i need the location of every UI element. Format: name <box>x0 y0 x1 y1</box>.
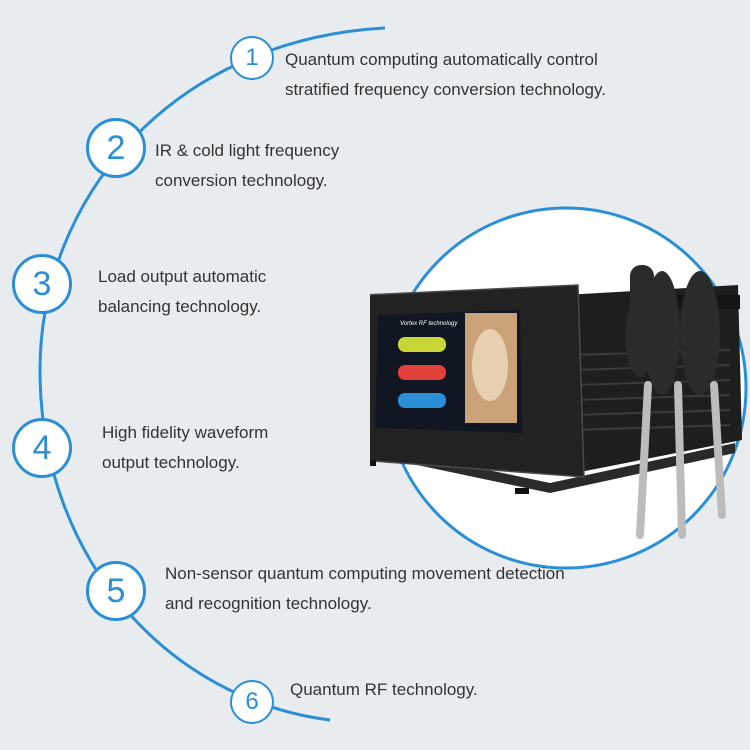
feature-text-3: Load output automatic balancing technolo… <box>98 262 266 322</box>
screen-title: Vortex RF technology <box>400 321 458 327</box>
feature-5-line-2: and recognition technology. <box>165 594 372 613</box>
feature-1-line-2: stratified frequency conversion technolo… <box>285 80 606 99</box>
feature-2-line-1: IR & cold light frequency <box>155 141 340 160</box>
feature-number-badge-3: 3 <box>12 254 72 314</box>
feature-text-1: Quantum computing automatically control … <box>285 45 606 105</box>
feature-number-badge-1: 1 <box>230 36 274 80</box>
feature-number-badge-2: 2 <box>86 118 146 178</box>
feature-4-line-2: output technology. <box>102 453 240 472</box>
feature-3-line-2: balancing technology. <box>98 297 262 316</box>
feature-text-4: High fidelity waveform output technology… <box>102 418 268 478</box>
feature-number-badge-5: 5 <box>86 561 146 621</box>
rf-handpieces <box>625 265 720 395</box>
feature-3-line-1: Load output automatic <box>98 267 267 286</box>
feature-5-line-1: Non-sensor quantum computing movement de… <box>165 564 565 583</box>
feature-number-badge-4: 4 <box>12 418 72 478</box>
feature-number-badge-6: 6 <box>230 680 274 724</box>
feature-6-line-1: Quantum RF technology. <box>290 680 478 699</box>
feature-4-line-1: High fidelity waveform <box>102 423 269 442</box>
feature-text-2: IR & cold light frequency conversion tec… <box>155 136 339 196</box>
feature-2-line-2: conversion technology. <box>155 171 328 190</box>
screen-mode-yellow <box>398 337 446 352</box>
feature-1-line-1: Quantum computing automatically control <box>285 50 598 69</box>
feature-text-6: Quantum RF technology. <box>290 675 478 705</box>
screen-mode-blue <box>398 393 446 408</box>
screen-mode-red <box>398 365 446 380</box>
rf-device-illustration: Vortex RF technology <box>370 265 742 539</box>
feature-text-5: Non-sensor quantum computing movement de… <box>165 559 565 619</box>
